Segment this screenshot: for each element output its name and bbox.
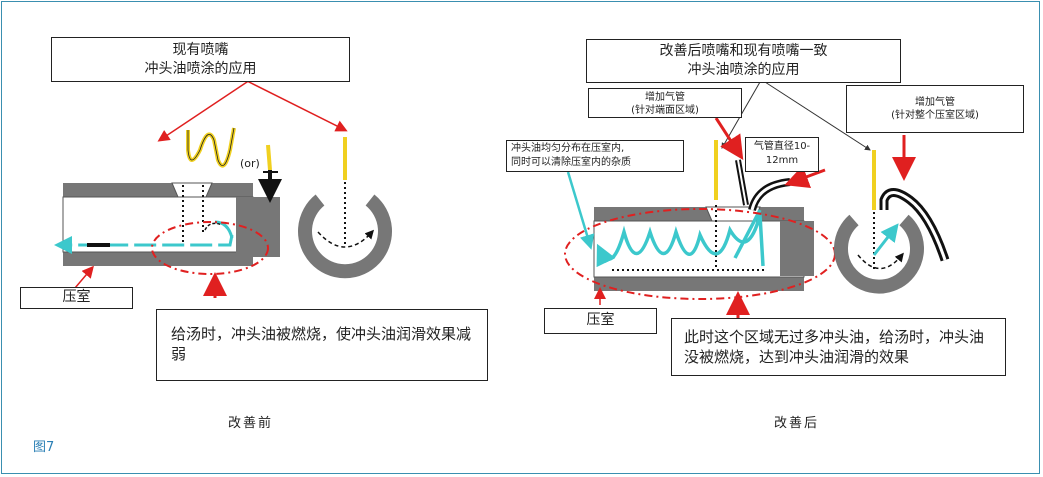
distribution-line1: 冲头油均匀分布在压室内, xyxy=(511,143,625,154)
right-title-box: 改善后喷嘴和现有喷嘴一致 冲头油喷涂的应用 xyxy=(586,39,901,83)
left-result-text: 给汤时，冲头油被燃烧，使冲头油润滑效果减弱 xyxy=(171,325,472,363)
right-result-box: 此时这个区域无过多冲头油，给汤时，冲头油没被燃烧，达到冲头油润滑的效果 xyxy=(671,318,1006,376)
right-caption: 改善后 xyxy=(774,416,820,431)
figure-label: 图7 xyxy=(33,440,55,455)
right-title-line2: 冲头油喷涂的应用 xyxy=(687,62,800,78)
pipe1-line2: (针对端面区域) xyxy=(631,105,699,116)
left-chamber-label: 压室 xyxy=(20,287,133,309)
left-nozzles xyxy=(186,127,347,203)
right-result-text: 此时这个区域无过多冲头油，给汤时，冲头油没被燃烧，达到冲头油润滑的效果 xyxy=(684,328,985,366)
left-title-line2: 冲头油喷涂的应用 xyxy=(144,61,257,77)
left-result-box: 给汤时，冲头油被燃烧，使冲头油润滑效果减弱 xyxy=(156,309,488,381)
diameter-box: 气管直径10- 12mm xyxy=(745,137,819,172)
left-caption: 改善前 xyxy=(228,416,274,431)
pipe2-box: 增加气管 (针对整个压室区域) xyxy=(846,85,1024,133)
left-chamber xyxy=(62,182,280,266)
pipe2-line1: 增加气管 xyxy=(915,97,955,108)
diameter-line1: 气管直径10- xyxy=(753,141,811,152)
or-label: (or) xyxy=(240,157,260,170)
right-chamber xyxy=(593,206,814,291)
right-title-line1: 改善后喷嘴和现有喷嘴一致 xyxy=(659,43,828,59)
diameter-line2: 12mm xyxy=(765,155,799,166)
pipe2-line2: (针对整个压室区域) xyxy=(891,110,979,121)
distribution-box: 冲头油均匀分布在压室内, 同时可以清除压室内的杂质 xyxy=(506,140,684,172)
pipe1-box: 增加气管 (针对端面区域) xyxy=(588,88,742,118)
left-title-box: 现有喷嘴 冲头油喷涂的应用 xyxy=(51,37,350,82)
left-title-line1: 现有喷嘴 xyxy=(172,42,229,58)
pipe1-line1: 增加气管 xyxy=(645,92,685,103)
distribution-line2: 同时可以清除压室内的杂质 xyxy=(511,157,631,168)
right-chamber-label: 压室 xyxy=(544,308,657,334)
